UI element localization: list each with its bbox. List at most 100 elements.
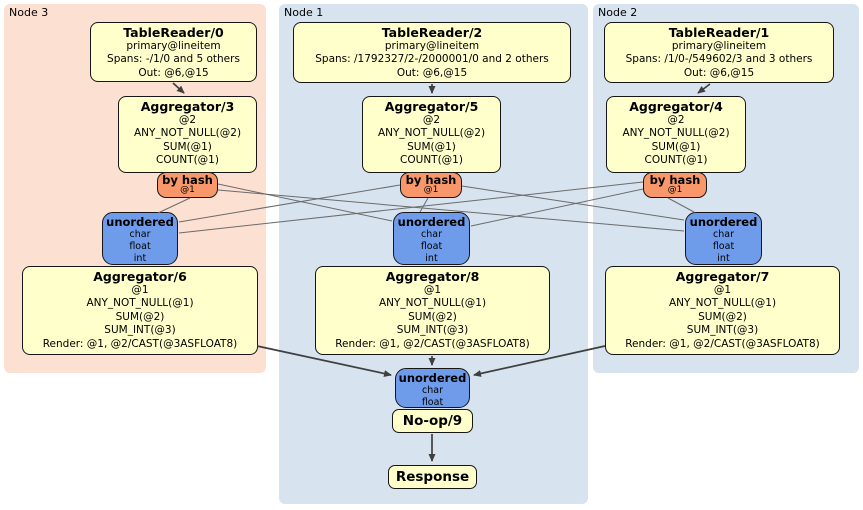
sync-type: float (129, 241, 151, 253)
hash-router-box: by hash @1 (400, 172, 462, 198)
unordered-sync-box: unordered char float int (393, 212, 470, 265)
agg-line: ANY_NOT_NULL(@1) (86, 297, 194, 310)
group-line: @2 (667, 114, 685, 126)
processor-title: TableReader/1 (668, 25, 770, 40)
stream-hash3-to-sync3 (157, 197, 191, 214)
table-reader-2-box: TableReader/2 primary@lineitem Spans: /1… (293, 22, 571, 83)
sync-type: int (717, 252, 730, 264)
spans-line: Spans: /1792327/2-/2000001/0 and 2 other… (315, 53, 549, 66)
stream-hash5-to-sync1 (419, 197, 429, 213)
agg-line: SUM(@2) (408, 310, 457, 323)
render-line: Render: @1, @2/CAST(@3ASFLOAT8) (335, 337, 530, 350)
response-box: Response (388, 465, 477, 489)
group-line: @2 (422, 114, 441, 126)
spans-line: Spans: /1/0-/549602/3 and 3 others (625, 53, 813, 66)
out-line: Out: @6,@15 (138, 66, 209, 79)
agg-line: SUM_INT(@3) (396, 324, 469, 337)
aggregator-7-box: Aggregator/7 @1 ANY_NOT_NULL(@1) SUM(@2)… (605, 266, 840, 355)
agg-line: ANY_NOT_NULL(@2) (133, 127, 242, 140)
node-cluster-3: Node 3 TableReader/0 primary@lineitem Sp… (4, 4, 266, 373)
agg-line: SUM(@1) (407, 140, 456, 153)
sync-type: char (421, 229, 442, 241)
stream-hash4-to-sync3 (178, 181, 644, 234)
index-line: primary@lineitem (384, 40, 480, 52)
router-key: @1 (180, 185, 195, 196)
processor-title: Aggregator/3 (140, 99, 235, 114)
node-cluster-1: Node 1 TableReader/2 primary@lineitem Sp… (279, 4, 588, 504)
router-label: by hash (649, 173, 701, 187)
render-line: Render: @1, @2/CAST(@3ASFLOAT8) (42, 337, 238, 350)
agg-line: ANY_NOT_NULL(@1) (668, 297, 777, 310)
router-label: by hash (162, 173, 213, 187)
sync-type: float (421, 397, 444, 409)
agg-line: COUNT(@1) (644, 154, 708, 167)
hash-router-box: by hash @1 (157, 172, 218, 198)
agg-line: ANY_NOT_NULL(@2) (622, 127, 730, 140)
processor-title: TableReader/2 (381, 25, 483, 40)
node-cluster-label: Node 1 (284, 6, 324, 19)
table-reader-0-box: TableReader/0 primary@lineitem Spans: -/… (90, 22, 257, 82)
sync-type: char (129, 229, 151, 241)
group-line: @1 (131, 284, 149, 296)
sync-type: char (422, 385, 443, 397)
unordered-sync-box: unordered char float int (102, 212, 178, 265)
router-label: by hash (405, 173, 457, 187)
agg-line: SUM(@2) (115, 310, 165, 323)
router-key: @1 (667, 185, 683, 196)
group-line: @1 (713, 284, 732, 296)
node-cluster-label: Node 2 (598, 6, 638, 19)
sync-type: float (712, 241, 735, 253)
processor-title: Aggregator/7 (675, 269, 770, 284)
sync-title: unordered (398, 371, 467, 385)
sync-title: unordered (106, 215, 174, 229)
sync-type: int (425, 252, 438, 264)
processor-title: Aggregator/5 (384, 99, 479, 114)
aggregator-6-box: Aggregator/6 @1 ANY_NOT_NULL(@1) SUM(@2)… (22, 266, 258, 355)
group-line: @1 (423, 284, 442, 296)
agg-line: ANY_NOT_NULL(@1) (378, 297, 487, 310)
unordered-sync-box: unordered char float int (685, 212, 762, 265)
agg-line: SUM(@1) (651, 140, 701, 153)
edge-aggregator7-finalsync (473, 345, 606, 377)
agg-line: SUM_INT(@3) (686, 324, 759, 337)
sync-type: char (713, 229, 734, 241)
sync-type: float (420, 241, 443, 253)
agg-line: SUM_INT(@3) (104, 324, 176, 337)
table-reader-1-box: TableReader/1 primary@lineitem Spans: /1… (604, 22, 834, 83)
group-line: @2 (178, 114, 197, 126)
aggregator-3-box: Aggregator/3 @2 ANY_NOT_NULL(@2) SUM(@1)… (118, 96, 257, 173)
agg-line: ANY_NOT_NULL(@2) (377, 127, 486, 140)
stream-hash5-to-sync3 (178, 184, 401, 223)
edge-aggregator6-finalsync (256, 345, 392, 377)
processor-title: Aggregator/4 (629, 99, 723, 114)
agg-line: SUM(@2) (698, 310, 747, 323)
stream-hash3-to-sync2 (217, 189, 685, 232)
processor-title: TableReader/0 (123, 25, 224, 40)
agg-line: COUNT(@1) (400, 154, 463, 167)
stream-hash4-to-sync1 (470, 188, 644, 227)
index-line: primary@lineitem (671, 40, 767, 52)
processor-title: Aggregator/6 (93, 269, 187, 284)
out-line: Out: @6,@15 (683, 66, 755, 79)
aggregator-5-box: Aggregator/5 @2 ANY_NOT_NULL(@2) SUM(@1)… (362, 96, 501, 173)
agg-line: COUNT(@1) (156, 154, 219, 167)
sync-title: unordered (397, 215, 466, 229)
noop-processor-box: No-op/9 (392, 409, 473, 433)
agg-line: SUM(@1) (163, 140, 212, 153)
out-line: Out: @6,@15 (396, 66, 468, 79)
hash-router-box: by hash @1 (643, 172, 707, 198)
index-line: primary@lineitem (126, 40, 221, 52)
aggregator-8-box: Aggregator/8 @1 ANY_NOT_NULL(@1) SUM(@2)… (315, 266, 550, 355)
edge-tablereader0-aggregator3 (172, 82, 185, 94)
spans-line: Spans: -/1/0 and 5 others (107, 53, 240, 66)
stream-hash5-to-sync2 (461, 185, 685, 221)
node-cluster-2: Node 2 TableReader/1 primary@lineitem Sp… (593, 4, 859, 373)
router-key: @1 (423, 185, 439, 196)
sync-title: unordered (689, 215, 758, 229)
node-cluster-label: Node 3 (9, 6, 49, 19)
render-line: Render: @1, @2/CAST(@3ASFLOAT8) (625, 337, 820, 350)
stream-hash3-to-sync1 (217, 183, 393, 222)
processor-title: Aggregator/8 (385, 269, 480, 284)
